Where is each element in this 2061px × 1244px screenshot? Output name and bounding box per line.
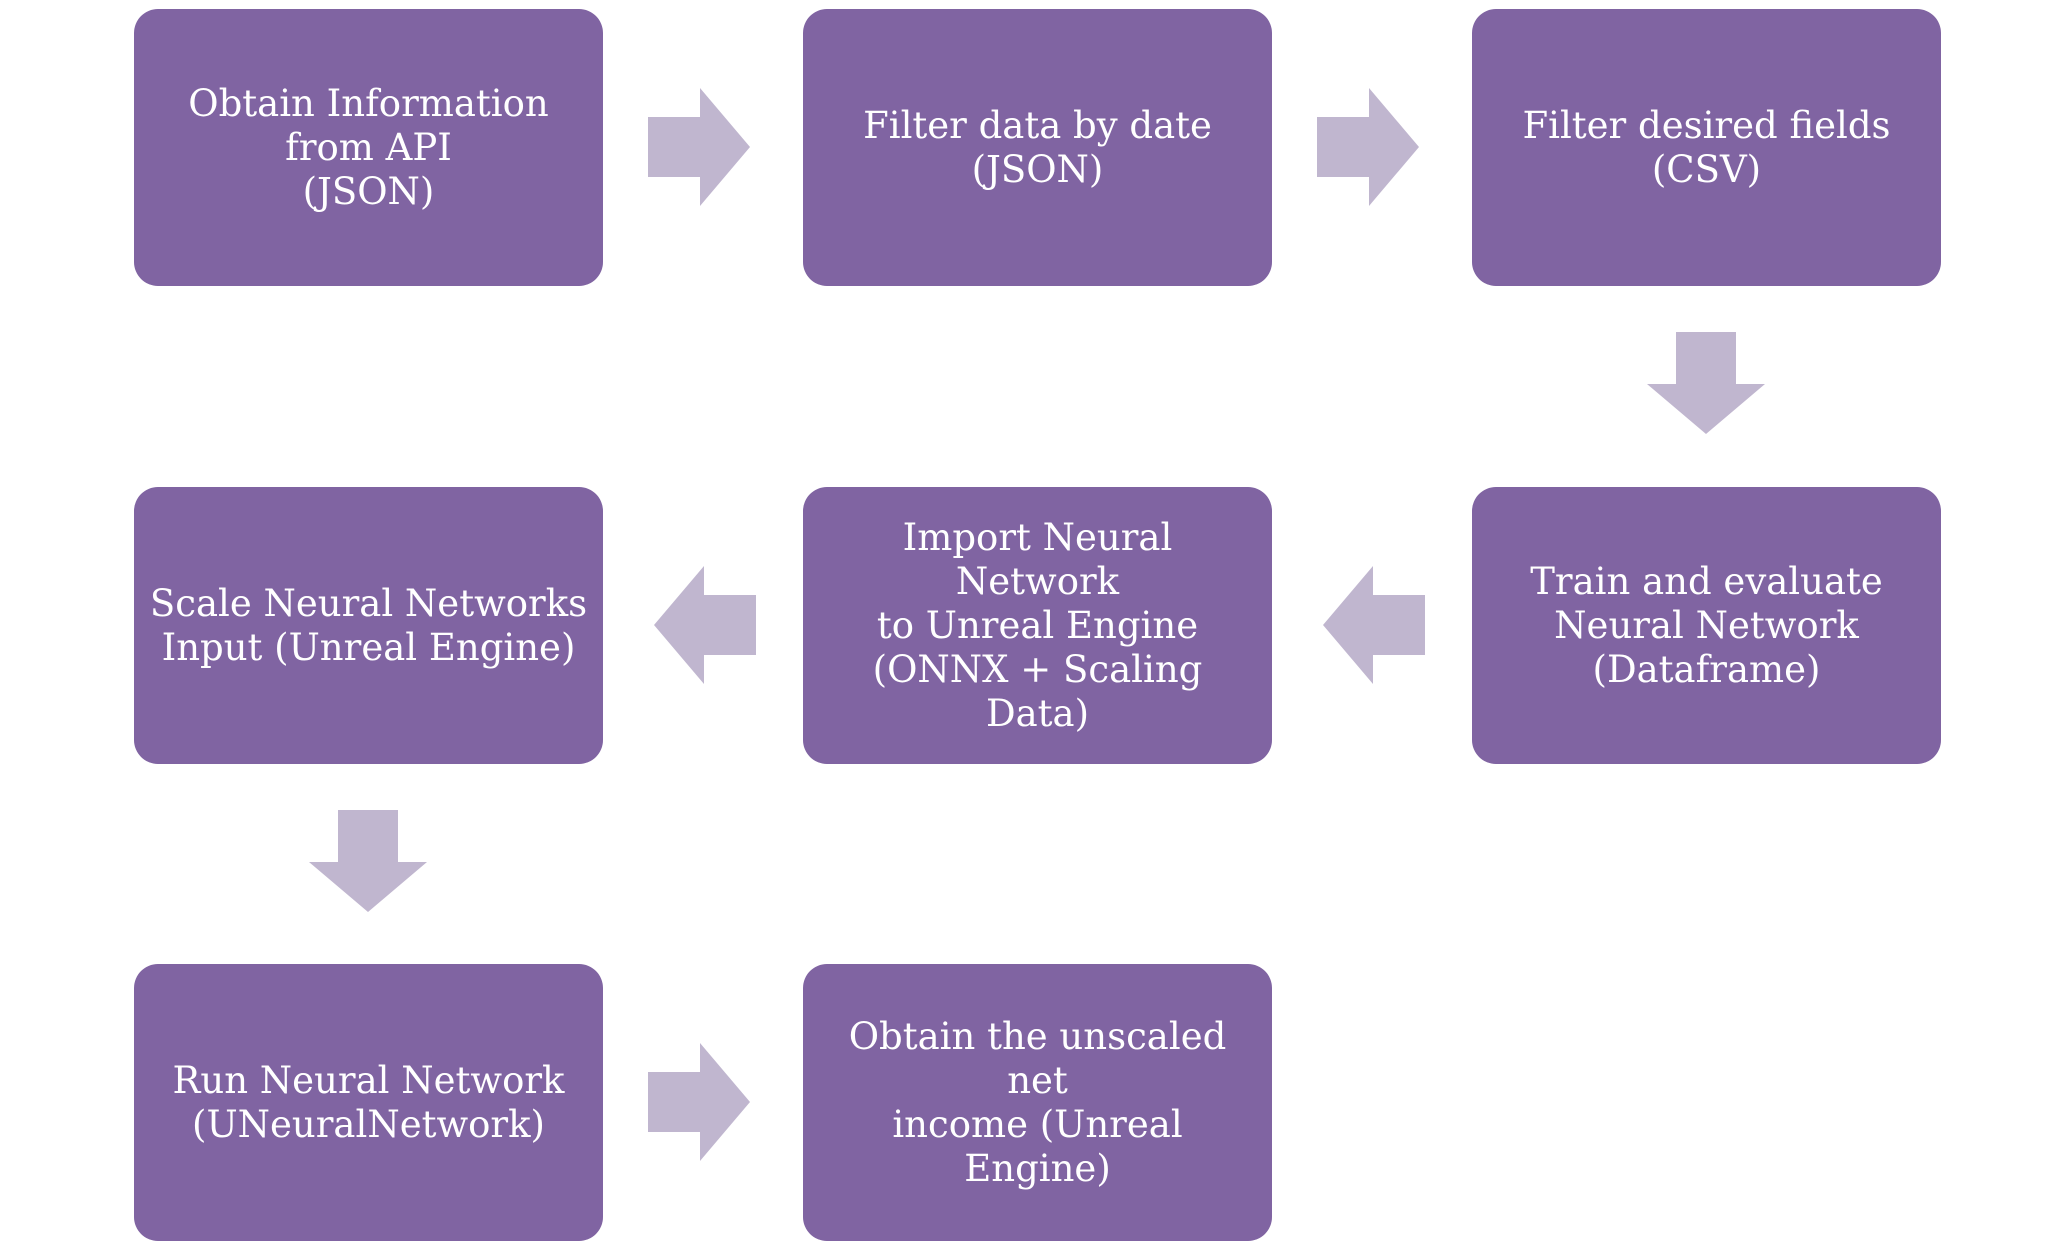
step-label: Obtain the unscaled net income (Unreal E… (848, 1014, 1227, 1190)
right-arrow-icon (648, 1043, 750, 1161)
step-import-network: Import Neural Network to Unreal Engine (… (803, 487, 1272, 764)
step-label: Scale Neural Networks Input (Unreal Engi… (149, 581, 588, 669)
left-arrow-icon (1323, 566, 1425, 684)
step-label: Train and evaluate Neural Network (Dataf… (1530, 559, 1883, 691)
step-label: Obtain Information from API (JSON) (188, 81, 549, 213)
step-label: Run Neural Network (UNeuralNetwork) (172, 1058, 565, 1146)
step-label: Import Neural Network to Unreal Engine (… (872, 515, 1203, 735)
right-arrow-icon (648, 88, 750, 206)
down-arrow-icon (1647, 332, 1765, 434)
step-filter-by-date: Filter data by date (JSON) (803, 9, 1272, 286)
left-arrow-icon (654, 566, 756, 684)
step-obtain-information: Obtain Information from API (JSON) (134, 9, 603, 286)
step-train-evaluate: Train and evaluate Neural Network (Dataf… (1472, 487, 1941, 764)
step-label: Filter desired fields (CSV) (1522, 103, 1891, 191)
down-arrow-icon (309, 810, 427, 912)
step-filter-fields: Filter desired fields (CSV) (1472, 9, 1941, 286)
step-label: Filter data by date (JSON) (863, 103, 1212, 191)
step-obtain-net-income: Obtain the unscaled net income (Unreal E… (803, 964, 1272, 1241)
right-arrow-icon (1317, 88, 1419, 206)
step-run-network: Run Neural Network (UNeuralNetwork) (134, 964, 603, 1241)
step-scale-input: Scale Neural Networks Input (Unreal Engi… (134, 487, 603, 764)
